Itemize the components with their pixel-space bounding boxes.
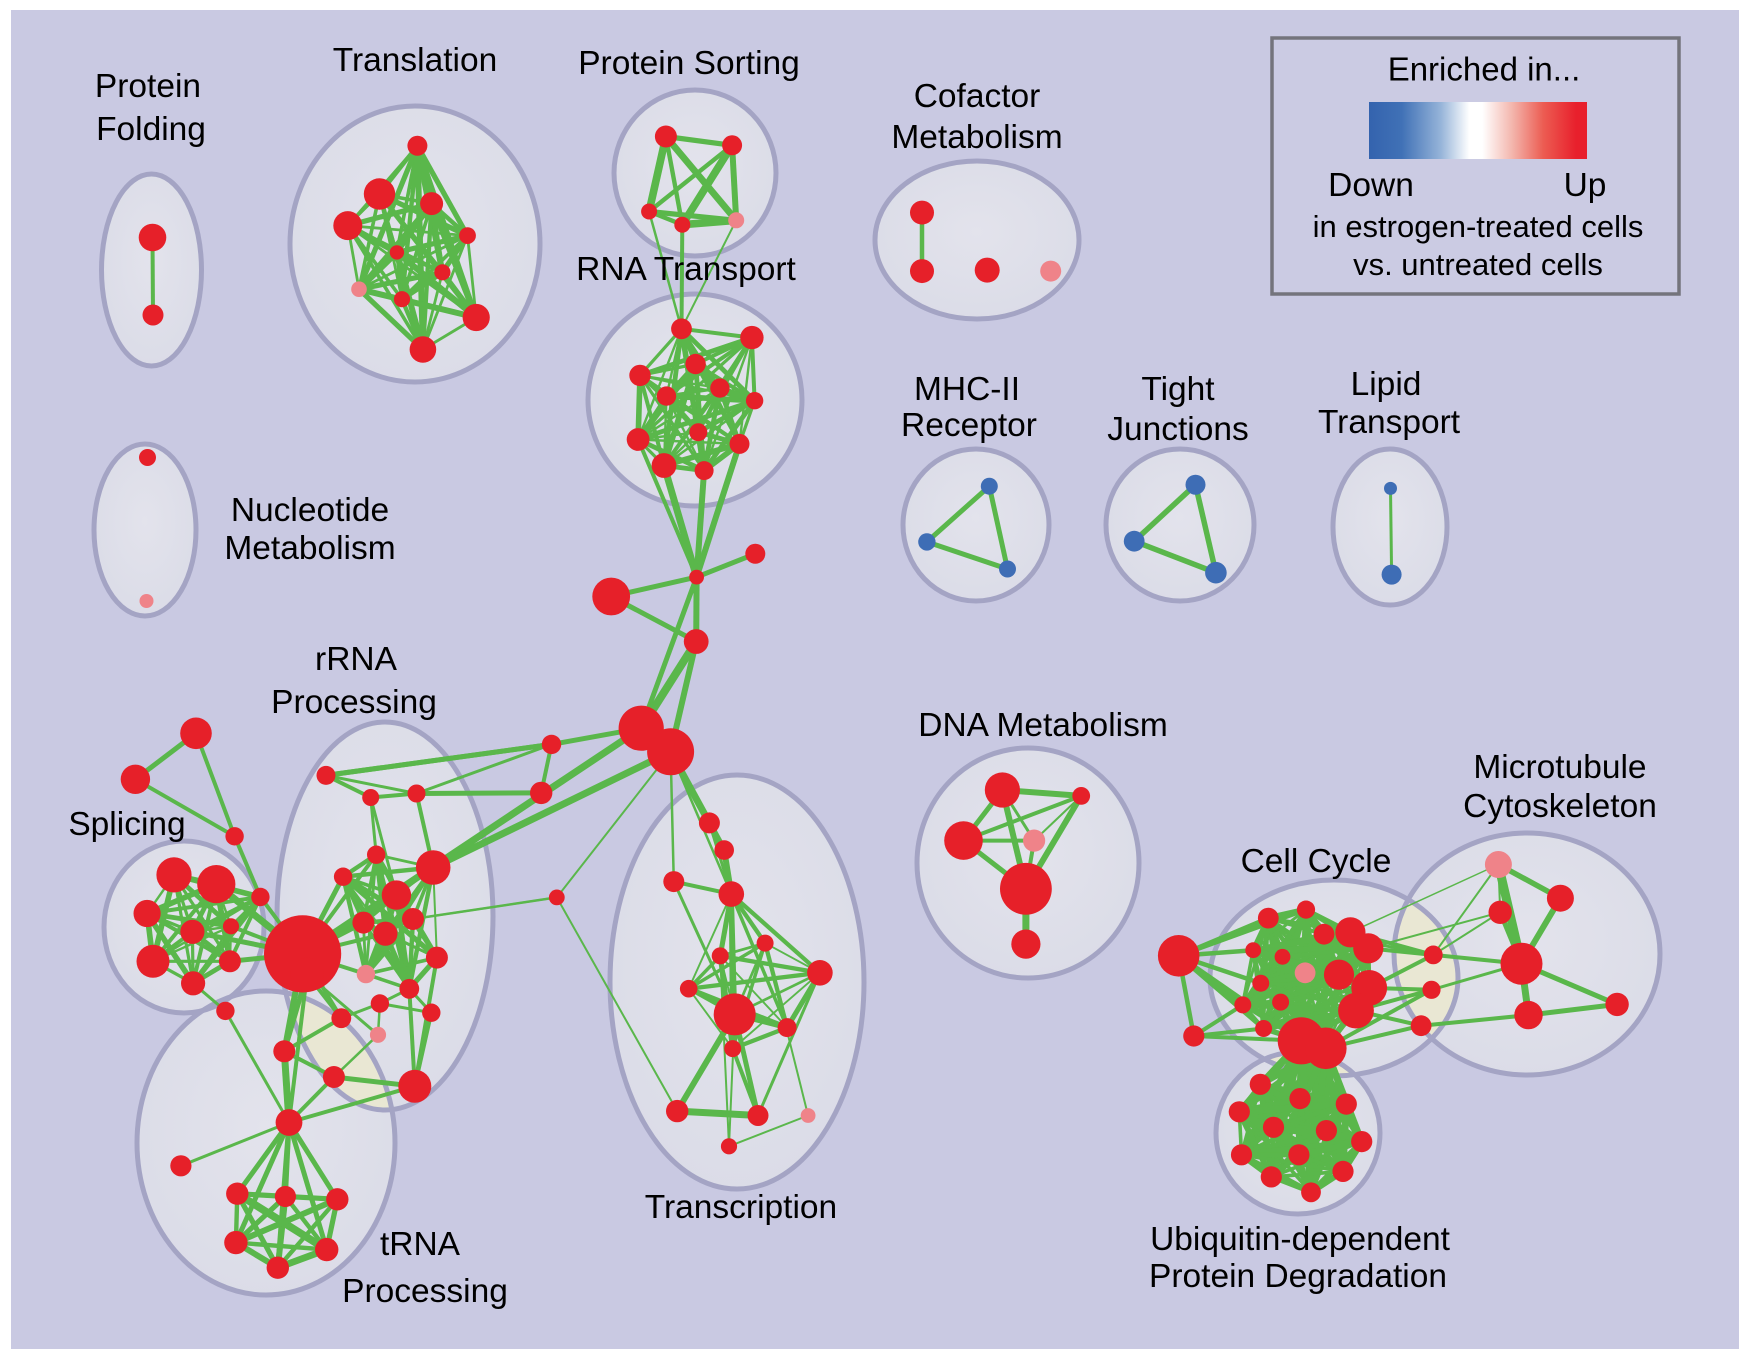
svg-text:Junctions: Junctions (1107, 411, 1249, 448)
svg-text:Splicing: Splicing (68, 806, 185, 843)
svg-text:Folding: Folding (96, 111, 206, 148)
svg-text:Transport: Transport (1318, 404, 1461, 441)
svg-text:vs. untreated cells: vs. untreated cells (1353, 247, 1603, 282)
svg-text:Microtubule: Microtubule (1473, 749, 1646, 786)
svg-text:RNA Transport: RNA Transport (576, 251, 796, 288)
svg-text:rRNA: rRNA (315, 641, 398, 678)
svg-text:Cell Cycle: Cell Cycle (1241, 843, 1392, 880)
svg-text:DNA Metabolism: DNA Metabolism (918, 707, 1167, 744)
svg-text:Cytoskeleton: Cytoskeleton (1463, 788, 1657, 825)
svg-text:tRNA: tRNA (380, 1226, 461, 1263)
svg-text:Processing: Processing (342, 1273, 508, 1310)
svg-text:Transcription: Transcription (645, 1189, 837, 1226)
svg-text:Lipid: Lipid (1351, 366, 1422, 403)
svg-text:Protein: Protein (95, 68, 201, 105)
svg-text:Protein Degradation: Protein Degradation (1149, 1258, 1447, 1295)
svg-text:Tight: Tight (1141, 371, 1215, 408)
svg-text:Metabolism: Metabolism (891, 119, 1062, 156)
svg-text:Protein Sorting: Protein Sorting (578, 45, 800, 82)
svg-text:Ubiquitin-dependent: Ubiquitin-dependent (1150, 1221, 1451, 1258)
svg-text:MHC-II: MHC-II (914, 371, 1020, 408)
svg-text:Receptor: Receptor (901, 407, 1037, 444)
svg-text:Cofactor: Cofactor (914, 78, 1041, 115)
svg-text:Processing: Processing (271, 684, 437, 721)
svg-text:Enriched in...: Enriched in... (1388, 51, 1581, 88)
svg-text:Down: Down (1328, 167, 1414, 204)
svg-text:Translation: Translation (333, 42, 497, 79)
svg-text:Nucleotide: Nucleotide (231, 492, 389, 529)
svg-text:Up: Up (1564, 167, 1607, 204)
svg-text:Metabolism: Metabolism (224, 530, 395, 567)
svg-text:in estrogen-treated cells: in estrogen-treated cells (1313, 209, 1644, 244)
